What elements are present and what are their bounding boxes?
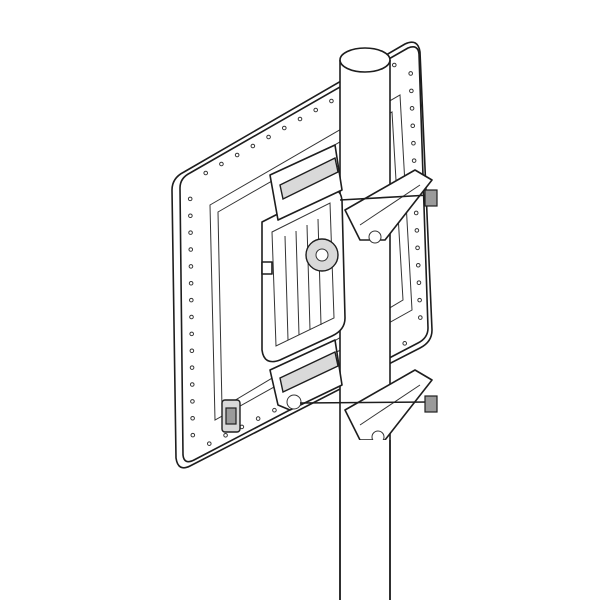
- rivet: [234, 152, 240, 158]
- rivet: [415, 262, 421, 268]
- rivet: [409, 106, 415, 111]
- lower-bracket: [269, 339, 438, 444]
- rivet: [190, 415, 195, 421]
- rivet: [272, 407, 277, 413]
- rivet: [417, 297, 422, 303]
- rivet: [413, 210, 419, 216]
- rivet: [190, 399, 195, 404]
- rivet: [416, 280, 422, 285]
- rivet: [187, 196, 193, 202]
- rivet: [188, 230, 193, 235]
- rivet: [206, 441, 212, 446]
- rivet: [391, 62, 397, 68]
- panel-rivets: [187, 62, 423, 446]
- rivet: [415, 245, 420, 251]
- rivet: [223, 432, 228, 438]
- rivet: [408, 71, 413, 76]
- pole-front: [339, 440, 391, 600]
- rivet: [402, 341, 408, 346]
- rivet: [189, 331, 194, 337]
- rivet: [189, 314, 194, 320]
- rivet: [190, 432, 196, 438]
- radio-unit: [261, 187, 346, 363]
- rivet: [219, 161, 224, 167]
- rivet: [281, 125, 287, 131]
- rivet: [188, 280, 194, 286]
- rivet: [411, 158, 417, 163]
- rivet: [411, 140, 416, 146]
- rivet: [266, 134, 271, 140]
- rivet: [250, 143, 256, 149]
- rivet: [188, 213, 193, 219]
- rivet: [329, 98, 334, 104]
- rivet: [255, 416, 261, 421]
- rivet: [189, 365, 195, 370]
- rivet: [414, 228, 420, 233]
- rivet: [418, 315, 423, 320]
- rivet: [297, 116, 303, 122]
- rivet: [409, 88, 414, 94]
- rivet: [313, 107, 319, 113]
- rivet: [189, 348, 195, 354]
- upper-bracket: [269, 144, 438, 244]
- rivet: [203, 170, 209, 176]
- cable-connector: [221, 399, 241, 433]
- rivet: [189, 297, 194, 303]
- rivet: [188, 264, 194, 269]
- rivet: [189, 382, 195, 387]
- rivet: [410, 123, 416, 129]
- rivet: [188, 247, 194, 252]
